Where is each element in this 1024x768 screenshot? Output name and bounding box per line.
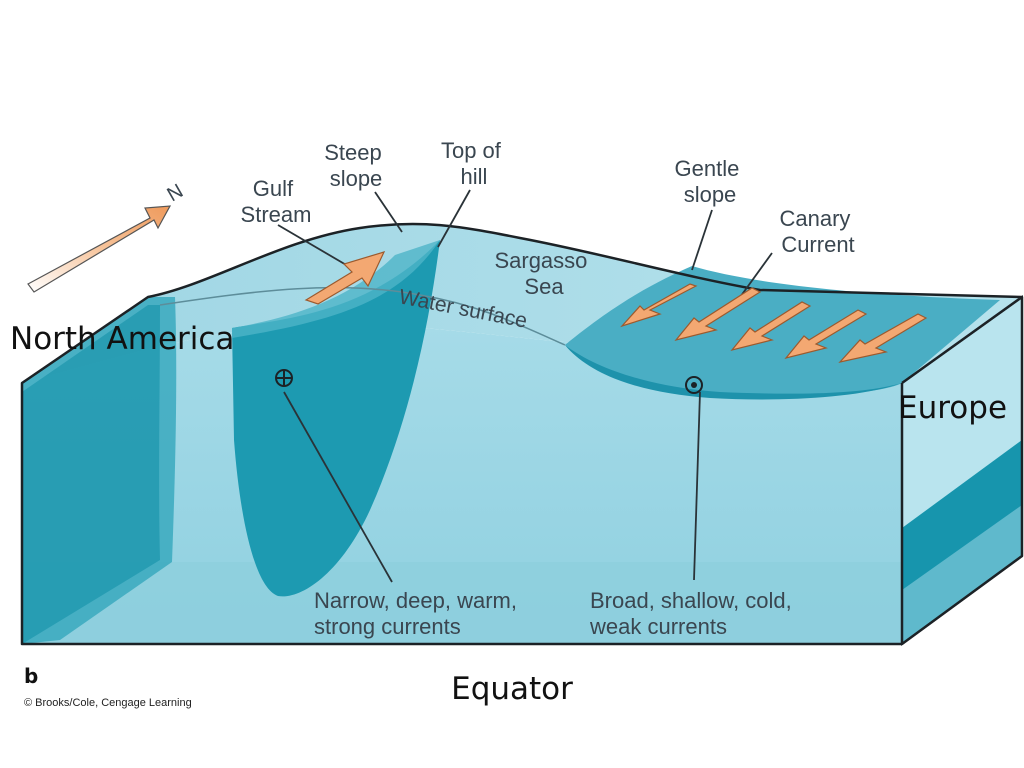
- cross-circle-icon: [275, 369, 293, 387]
- canary-current-lower-edge: [565, 345, 902, 400]
- label-east-currents: Broad, shallow, cold, weak currents: [589, 588, 798, 639]
- canary-arrow-3: [730, 301, 812, 352]
- canary-current-layer: [565, 266, 1000, 397]
- gulf-stream-arrow: [304, 251, 386, 305]
- label-gulf-stream: Gulf Stream: [241, 176, 312, 227]
- label-canary-current: Canary Current: [779, 206, 856, 257]
- pointer-west-currents: [283, 391, 393, 583]
- copyright-notice: © Brooks/Cole, Cengage Learning: [24, 697, 192, 709]
- label-gentle-slope: Gentle slope: [675, 156, 746, 207]
- label-north-america: North America: [10, 321, 234, 357]
- front-face-floor-band: [22, 562, 902, 644]
- north-mark: N: [164, 180, 188, 206]
- canary-arrow-1: [620, 283, 698, 328]
- canary-arrow-4: [784, 309, 868, 360]
- dot-circle-icon: [685, 376, 703, 394]
- north-arrow: [27, 205, 172, 293]
- canary-arrow-2: [674, 287, 762, 342]
- pointer-east-currents: [693, 391, 701, 581]
- pointer-steep-slope: [374, 191, 403, 233]
- gulf-stream-cross-section: [232, 240, 440, 597]
- gulf-stream-top-highlight: [232, 240, 440, 338]
- pointer-gentle-slope: [691, 209, 713, 271]
- label-top-of-hill: Top of hill: [441, 138, 507, 189]
- west-coast-shadow: [22, 305, 160, 644]
- block-outline: [20, 222, 1024, 646]
- water-surface-line: [159, 286, 566, 346]
- label-sargasso-sea: Sargasso Sea: [494, 248, 593, 299]
- label-steep-slope: Steep slope: [324, 140, 388, 191]
- canary-arrow-5: [838, 313, 928, 363]
- panel-letter: b: [24, 664, 38, 688]
- pointer-gulf-stream: [277, 224, 349, 267]
- pointer-canary-current: [737, 252, 773, 301]
- pointer-top-of-hill: [437, 189, 471, 248]
- label-west-currents: Narrow, deep, warm, strong currents: [314, 588, 523, 639]
- right-face-lower-band: [902, 505, 1022, 644]
- label-europe: Europe: [898, 390, 1007, 426]
- label-equator: Equator: [451, 671, 573, 707]
- canary-current-arrows: [620, 283, 928, 363]
